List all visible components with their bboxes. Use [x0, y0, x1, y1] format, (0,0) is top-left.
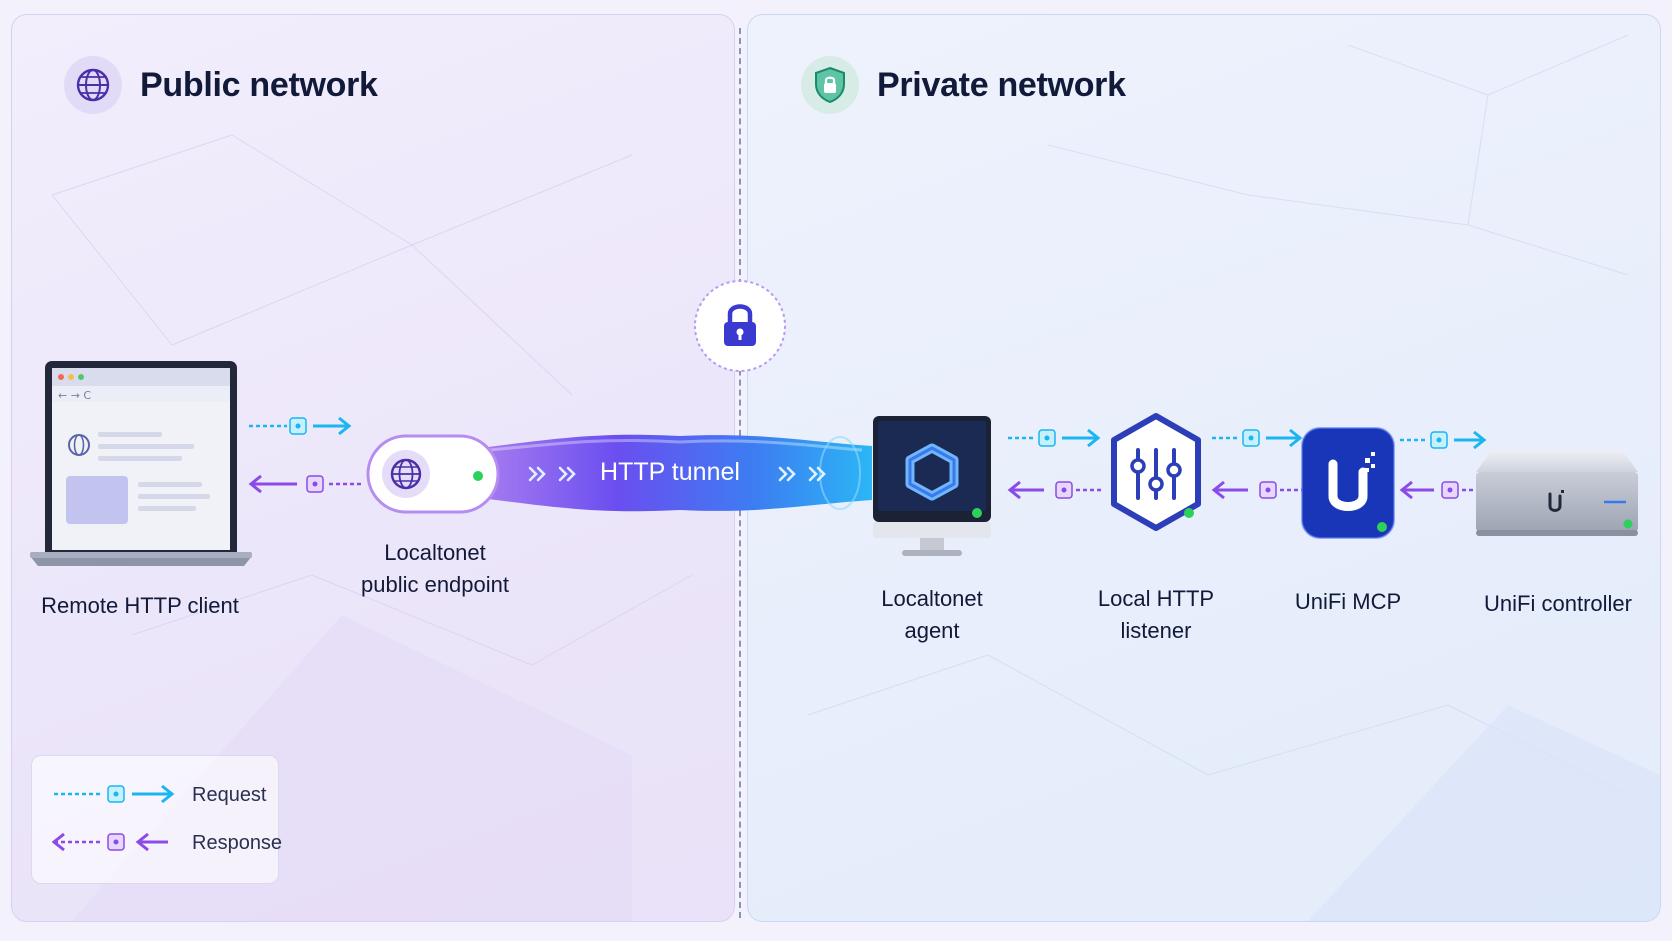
monitor-hexagon-icon [873, 416, 991, 556]
private-network-panel [747, 14, 1661, 922]
globe-icon [64, 56, 122, 114]
mcp-label: UniFi MCP [1294, 589, 1402, 614]
laptop-browser-icon: ← → C [30, 361, 252, 566]
agent-listener-arrows [1007, 428, 1104, 500]
listener-mcp-arrows [1211, 428, 1306, 500]
mcp-controller-arrows [1399, 430, 1487, 500]
page-title-private: Private network [877, 65, 1126, 104]
listener-label: Local HTTP listener [1097, 586, 1215, 643]
client-endpoint-arrows [248, 416, 363, 494]
private-network-heading: Private network [801, 56, 1126, 114]
globe-pill-icon [366, 434, 500, 514]
controller-label: UniFi controller [1484, 591, 1632, 616]
tunnel-label: HTTP tunnel [600, 458, 740, 486]
shield-lock-icon [801, 56, 859, 114]
public-network-heading: Public network [64, 56, 378, 114]
http-tunnel [480, 434, 872, 512]
legend-response-label: Response [192, 832, 283, 854]
svg-text:← → C: ← → C [58, 389, 91, 402]
legend-request-label: Request [192, 784, 267, 806]
legend-arrows [52, 784, 175, 852]
padlock-icon [694, 280, 786, 372]
unifi-logo-icon [1301, 427, 1395, 539]
agent-label: Localtonet agent [881, 586, 983, 643]
network-background-pattern [807, 34, 1660, 921]
sliders-hexagon-icon [1111, 413, 1201, 531]
console-device-icon [1476, 450, 1638, 536]
endpoint-label: Localtonet public endpoint [360, 540, 509, 597]
page-title-public: Public network [140, 65, 378, 104]
legend: Request Response [31, 755, 283, 884]
client-label: Remote HTTP client [41, 593, 239, 618]
